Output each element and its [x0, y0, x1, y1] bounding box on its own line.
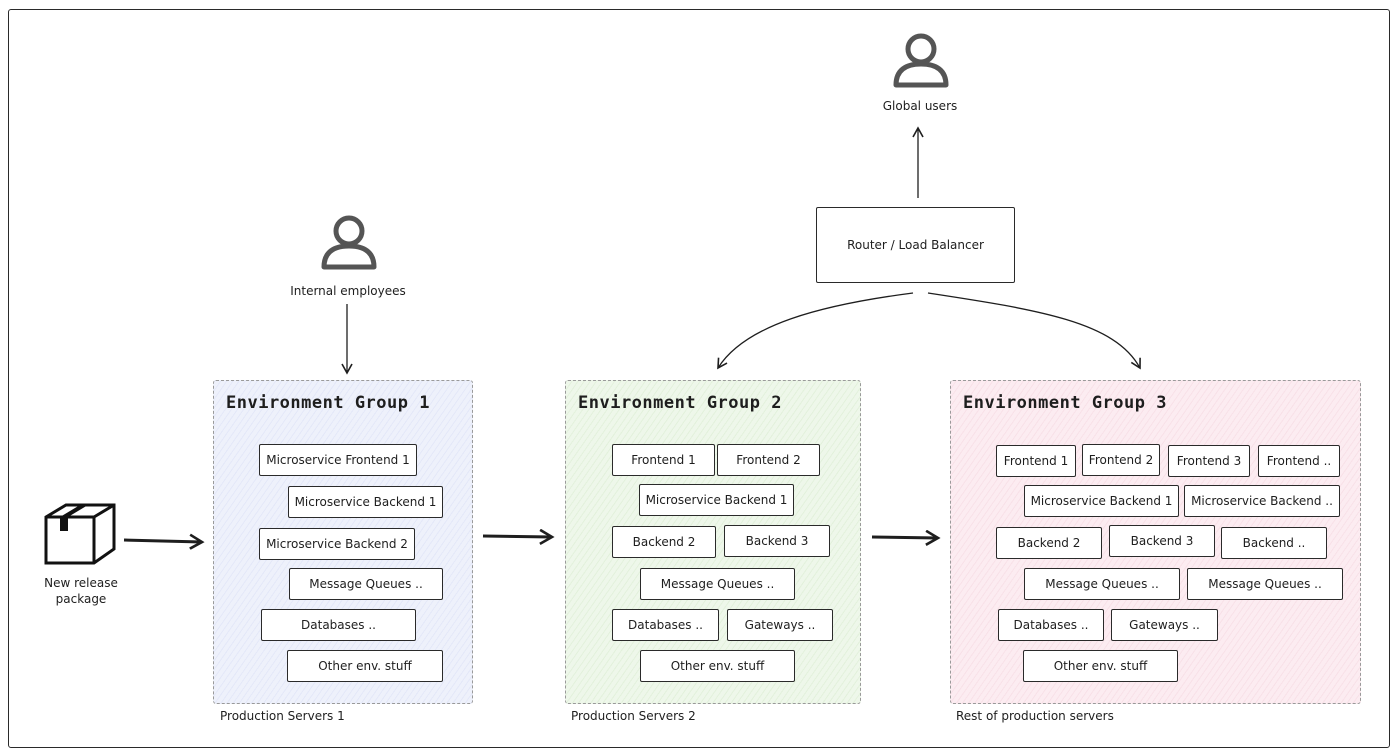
user-icon [321, 215, 377, 270]
service-box: Message Queues .. [289, 568, 443, 600]
group-caption: Production Servers 1 [220, 709, 345, 723]
service-box: Backend .. [1221, 527, 1327, 559]
diagram-frame [8, 9, 1390, 748]
service-box: Microservice Backend .. [1184, 485, 1340, 517]
router-label: Router / Load Balancer [847, 238, 984, 252]
service-box: Microservice Backend 2 [259, 528, 415, 560]
package-box-icon [44, 503, 116, 565]
group-title: Environment Group 3 [963, 393, 1167, 413]
service-box: Backend 3 [1109, 525, 1215, 557]
service-box: Frontend .. [1258, 445, 1340, 477]
service-box: Databases .. [261, 609, 416, 641]
group-title: Environment Group 2 [578, 393, 782, 413]
service-box: Other env. stuff [1023, 650, 1178, 682]
arrow-router-to-group3 [927, 292, 1141, 370]
service-box: Microservice Frontend 1 [259, 444, 417, 476]
user-icon [893, 33, 949, 88]
arrow-router-to-group2 [717, 292, 914, 370]
service-box: Microservice Backend 1 [288, 486, 443, 518]
service-box: Frontend 2 [717, 444, 820, 476]
service-box: Other env. stuff [287, 650, 443, 682]
service-box: Databases .. [998, 609, 1104, 641]
service-box: Databases .. [612, 609, 719, 641]
service-box: Frontend 2 [1082, 444, 1160, 476]
arrow-group2-to-group3 [871, 537, 938, 538]
package-label-line2: package [55, 592, 107, 606]
router-load-balancer: Router / Load Balancer [816, 207, 1015, 283]
global-users-label: Global users [882, 99, 958, 113]
group-caption: Production Servers 2 [571, 709, 696, 723]
group-title: Environment Group 1 [226, 393, 430, 413]
service-box: Backend 2 [612, 526, 716, 558]
service-box: Microservice Backend 1 [639, 484, 794, 516]
service-box: Frontend 1 [996, 445, 1076, 477]
arrow-package-to-group1 [123, 540, 202, 542]
service-box: Frontend 1 [612, 444, 715, 476]
service-box: Backend 3 [724, 525, 830, 557]
arrow-group1-to-group2 [482, 536, 552, 537]
service-box: Gateways .. [1111, 609, 1218, 641]
service-box: Message Queues .. [640, 568, 795, 600]
service-box: Frontend 3 [1168, 445, 1250, 477]
service-box: Microservice Backend 1 [1024, 485, 1179, 517]
service-box: Backend 2 [996, 527, 1102, 559]
service-box: Message Queues .. [1024, 568, 1180, 600]
service-box: Gateways .. [727, 609, 833, 641]
package-label-line1: New release [44, 576, 118, 590]
service-box: Message Queues .. [1187, 568, 1343, 600]
package-label: New release package [30, 575, 132, 607]
internal-employees-label: Internal employees [290, 284, 406, 298]
service-box: Other env. stuff [640, 650, 795, 682]
group-caption: Rest of production servers [956, 709, 1114, 723]
